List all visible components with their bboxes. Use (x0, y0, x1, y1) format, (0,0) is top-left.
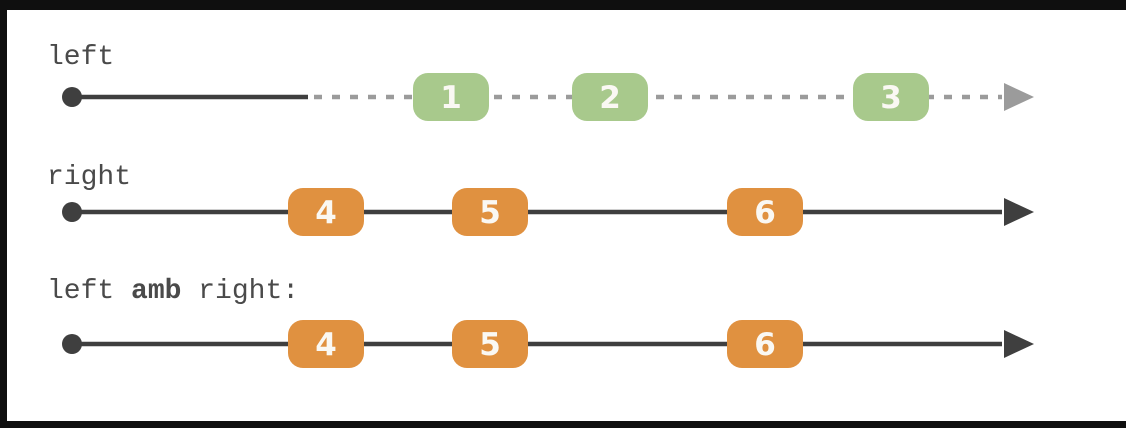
label-part: left (47, 276, 131, 307)
marble-value: 3 (880, 80, 902, 116)
timeline-label-right: right (47, 162, 131, 193)
marble-value: 5 (479, 327, 501, 363)
marble-value: 4 (315, 327, 337, 363)
marble-value: 6 (754, 327, 776, 363)
marble-value: 5 (479, 195, 501, 231)
marble-value: 6 (754, 195, 776, 231)
marble-value: 4 (315, 195, 337, 231)
marble-6 (727, 320, 803, 368)
marble-value: 2 (599, 80, 621, 116)
marble-5 (452, 320, 528, 368)
frame-border-bottom (0, 421, 1126, 428)
arrow-right-icon (1004, 83, 1034, 111)
arrow-right-icon (1004, 330, 1034, 358)
marble-2 (572, 73, 648, 121)
marble-1 (413, 73, 489, 121)
label-part: right (47, 162, 131, 193)
timeline-label-left-amb-right: left amb right: (47, 276, 299, 307)
timeline-label-left: left (47, 42, 114, 73)
marble-4 (288, 188, 364, 236)
arrow-right-icon (1004, 198, 1034, 226)
marble-value: 1 (440, 80, 462, 116)
marble-4 (288, 320, 364, 368)
label-part: left (47, 42, 114, 73)
timeline-start-dot (62, 334, 82, 354)
marble-6 (727, 188, 803, 236)
frame-border-top (0, 0, 1126, 10)
marble-5 (452, 188, 528, 236)
marble-3 (853, 73, 929, 121)
label-part: amb (131, 276, 181, 307)
timeline-start-dot (62, 87, 82, 107)
frame-border-left (0, 0, 7, 428)
label-part: right: (181, 276, 299, 307)
timeline-start-dot (62, 202, 82, 222)
